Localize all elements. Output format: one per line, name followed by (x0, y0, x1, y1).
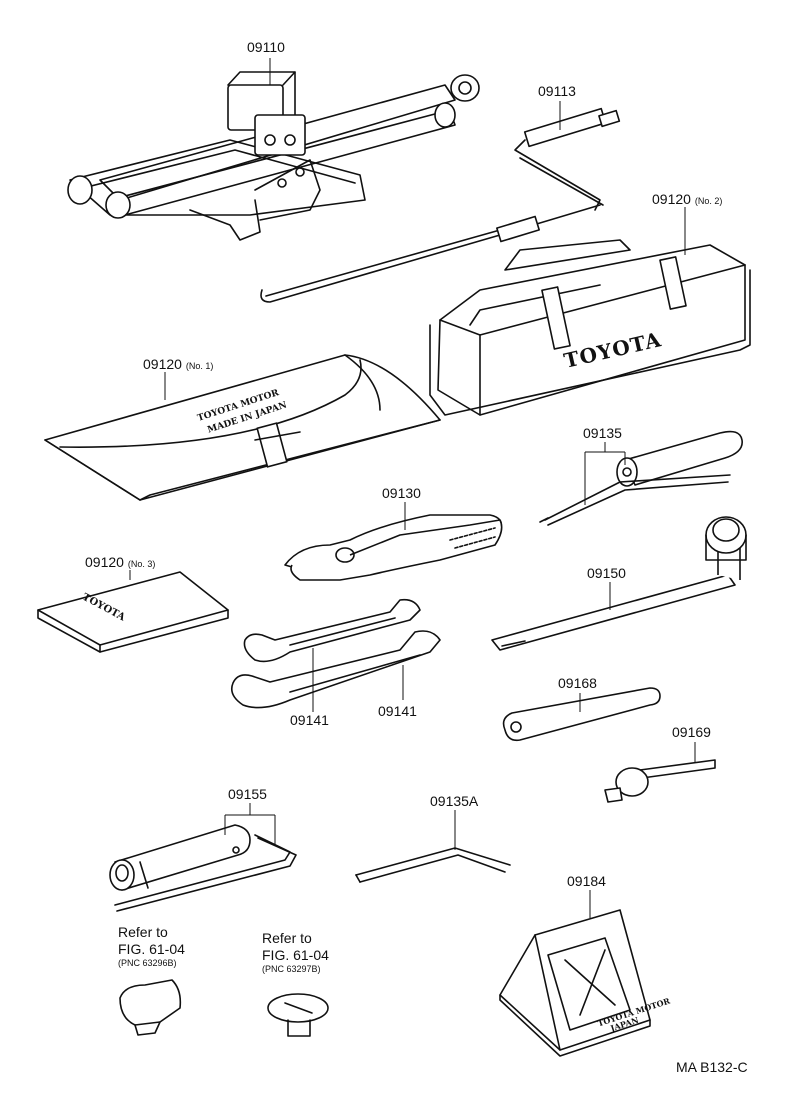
part-label-09113: 09113 (538, 83, 576, 99)
jack-handle-drawing (260, 107, 621, 303)
part-label-09141-right: 09141 (378, 703, 417, 719)
part-label-09168: 09168 (558, 675, 597, 691)
part-label-09184: 09184 (567, 873, 606, 889)
cap-drawing (119, 979, 182, 1036)
screwdriver-drawing (539, 430, 743, 526)
jack-drawing (67, 71, 480, 241)
adapter-drawing (604, 759, 716, 803)
part-label-09120-no3: 09120 (No. 3) (85, 554, 156, 570)
tool-pouch-drawing (37, 571, 229, 653)
reference-pnc: (PNC 63297B) (262, 964, 321, 974)
screw-cap-drawing (267, 993, 329, 1037)
reference-line1: Refer to (118, 924, 168, 940)
reference-line1: Refer to (262, 930, 312, 946)
reference-pnc: (PNC 63296B) (118, 958, 177, 968)
part-label-09130: 09130 (382, 485, 421, 501)
l-screwdriver-drawing (355, 847, 511, 883)
diagram-code: MA B132-C (676, 1059, 748, 1075)
part-label-09110: 09110 (247, 39, 285, 55)
part-label-09155: 09155 (228, 786, 267, 802)
part-label-09135: 09135 (583, 425, 622, 441)
reference-line2: FIG. 61-04 (118, 941, 185, 957)
box-wrench-drawing (109, 824, 297, 912)
tool-bag-drawing (429, 239, 751, 416)
part-sublabel-no2: (No. 2) (694, 196, 723, 206)
part-label-09120-no1: 09120 (No. 1) (143, 356, 214, 372)
part-sublabel-no1: (No. 1) (185, 361, 214, 371)
part-label-09169: 09169 (672, 724, 711, 740)
part-label-09135A: 09135A (430, 793, 479, 809)
part-label-09150: 09150 (587, 565, 626, 581)
lever-drawing (502, 687, 661, 742)
open-end-wrenches-drawing (230, 598, 441, 709)
wheel-nut-wrench-drawing (491, 516, 747, 651)
part-label-09141-left: 09141 (290, 712, 329, 728)
tool-roll-drawing (44, 354, 441, 501)
part-label-09120-no2: 09120 (No. 2) (652, 191, 723, 207)
reference-note-left: Refer to FIG. 61-04 (PNC 63296B) (118, 924, 185, 969)
part-sublabel-no3: (No. 3) (127, 559, 156, 569)
reference-line2: FIG. 61-04 (262, 947, 329, 963)
wheel-chock-drawing (499, 909, 651, 1057)
reference-note-right: Refer to FIG. 61-04 (PNC 63297B) (262, 930, 329, 975)
leader-lines (129, 58, 696, 918)
pliers-drawing (284, 514, 503, 581)
